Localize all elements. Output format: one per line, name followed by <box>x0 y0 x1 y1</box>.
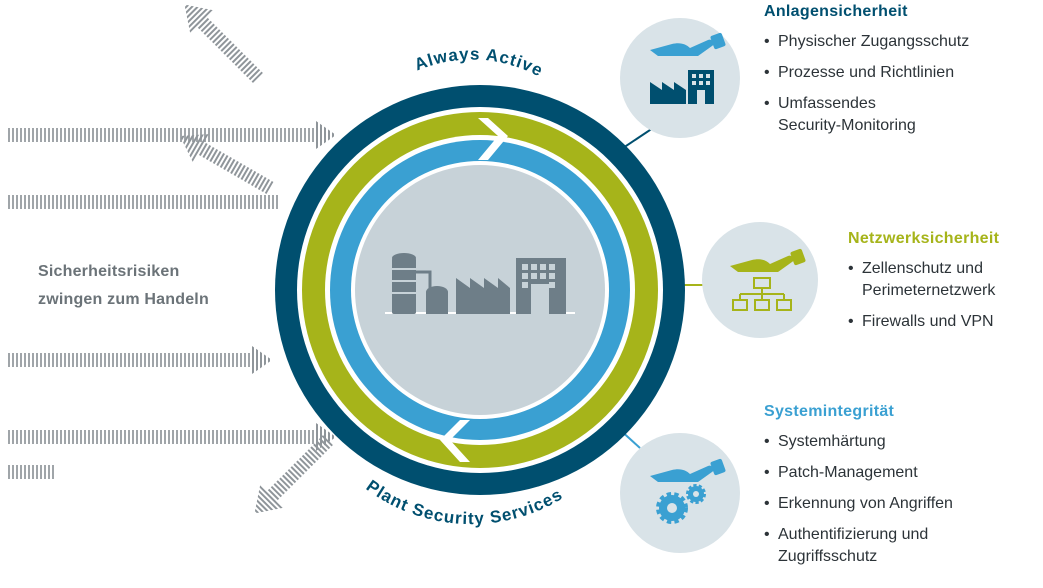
threat-arrow-bar <box>8 465 56 479</box>
threat-arrow-bar <box>8 195 278 209</box>
factory-icon <box>650 70 714 104</box>
list-item: Systemhärtung <box>764 431 953 453</box>
factory-icon <box>385 253 575 314</box>
threat-arrow-diagonal <box>184 4 263 83</box>
section-title: Netzwerksicherheit <box>848 230 1000 247</box>
section-plant-security: Anlagensicherheit Physischer Zugangsschu… <box>764 3 969 146</box>
list-item: Physischer Zugangsschutz <box>764 31 969 53</box>
threat-arrows <box>8 4 336 514</box>
section-title: Systemintegrität <box>764 403 895 420</box>
section-system-integrity: Systemintegrität Systemhärtung Patch-Man… <box>764 403 953 577</box>
arc-label-top: Always Active <box>412 44 547 80</box>
network-icon-circle <box>702 222 818 338</box>
threat-arrow-bar <box>8 121 336 149</box>
network-hierarchy-icon <box>732 277 792 311</box>
system-icon-circle <box>620 433 740 553</box>
section-network-security: Netzwerksicherheit Zellenschutz undPerim… <box>848 230 999 342</box>
gears-icon <box>656 484 706 524</box>
plant-icon-circle <box>620 18 740 138</box>
threat-arrow-bar <box>8 423 336 451</box>
threat-arrow-diagonal <box>179 134 274 195</box>
hand-icon <box>650 32 726 56</box>
section-title: Anlagensicherheit <box>764 3 908 20</box>
list-item: Firewalls und VPN <box>848 311 999 333</box>
threat-arrow-bar <box>8 346 272 374</box>
threat-caption-line: Sicherheitsrisiken <box>38 263 180 280</box>
section-list: Physischer Zugangsschutz Prozesse und Ri… <box>764 31 969 137</box>
list-item: Erkennung von Angriffen <box>764 493 953 515</box>
threat-caption-line: zwingen zum Handeln <box>38 291 209 308</box>
hand-icon <box>650 458 726 482</box>
section-list: Systemhärtung Patch-Management Erkennung… <box>764 431 953 568</box>
list-item: Prozesse und Richtlinien <box>764 62 969 84</box>
threat-arrow-diagonal <box>254 435 333 514</box>
threat-caption: Sicherheitsrisiken zwingen zum Handeln <box>38 258 278 314</box>
hand-icon <box>730 248 806 272</box>
list-item: Patch-Management <box>764 462 953 484</box>
